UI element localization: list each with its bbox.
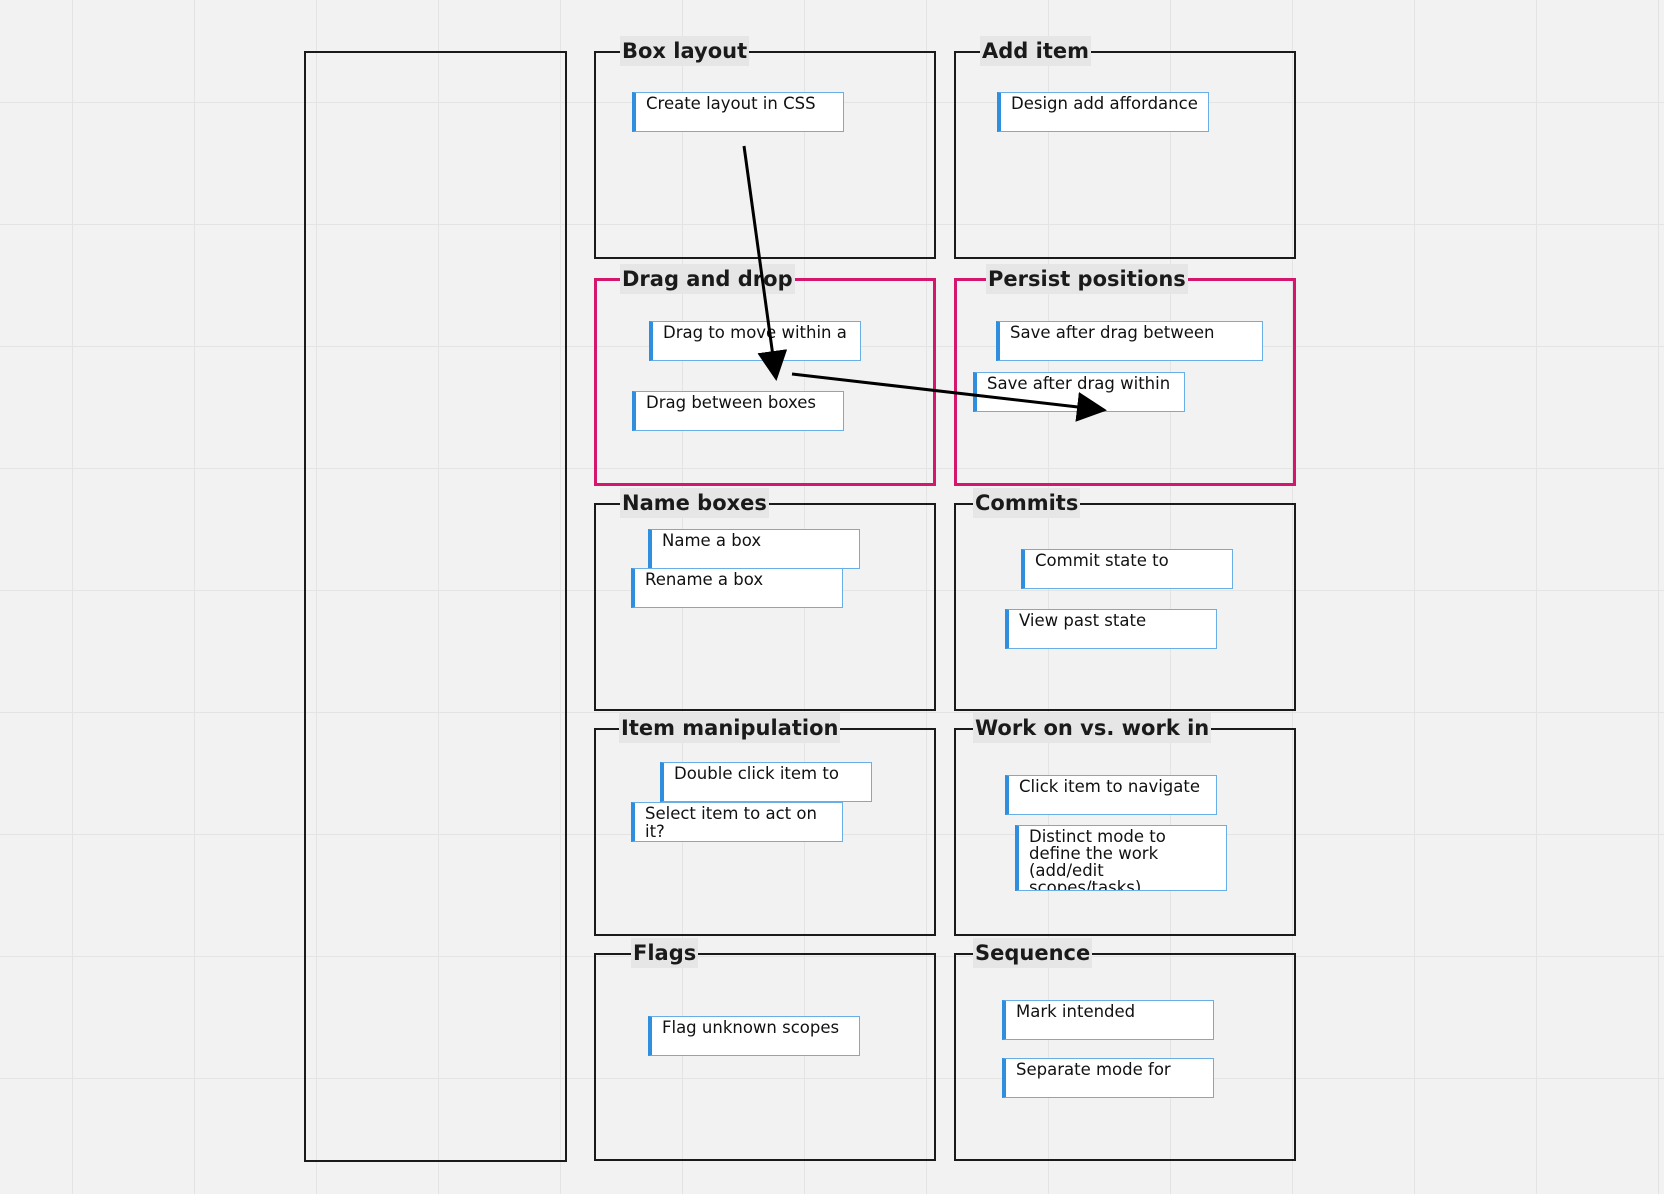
sticky-card[interactable]: Click item to navigate [1005, 775, 1217, 815]
sticky-card[interactable]: Save after drag between [996, 321, 1263, 361]
sticky-card[interactable]: Drag between boxes [632, 391, 844, 431]
sticky-card[interactable]: Select item to act on it? [631, 802, 843, 842]
frame-title[interactable]: Persist positions [986, 264, 1188, 294]
frame-title[interactable]: Box layout [620, 36, 750, 66]
sticky-card[interactable]: Drag to move within a [649, 321, 861, 361]
sticky-card[interactable]: Mark intended [1002, 1000, 1214, 1040]
frame-work-on-vs-work-in[interactable]: Work on vs. work in Click item to naviga… [954, 713, 1296, 936]
frame-add-item[interactable]: Add item Design add affordance [954, 36, 1296, 259]
sticky-card[interactable]: View past state [1005, 609, 1217, 649]
frame-empty-column[interactable] [304, 51, 567, 1162]
frame-name-boxes[interactable]: Name boxes Name a box Rename a box [594, 488, 936, 711]
sticky-card[interactable]: Create layout in CSS [632, 92, 844, 132]
sticky-card[interactable]: Distinct mode to define the work (add/ed… [1015, 825, 1227, 891]
frame-title[interactable]: Flags [631, 938, 699, 968]
frame-drag-and-drop[interactable]: Drag and drop Drag to move within a Drag… [594, 264, 936, 486]
sticky-card[interactable]: Separate mode for [1002, 1058, 1214, 1098]
sticky-card[interactable]: Flag unknown scopes [648, 1016, 860, 1056]
frame-title[interactable]: Drag and drop [620, 264, 795, 294]
frame-box-layout[interactable]: Box layout Create layout in CSS [594, 36, 936, 259]
sticky-card[interactable]: Commit state to [1021, 549, 1233, 589]
frame-item-manipulation[interactable]: Item manipulation Double click item to S… [594, 713, 936, 936]
frame-flags[interactable]: Flags Flag unknown scopes [594, 938, 936, 1161]
sticky-card[interactable]: Rename a box [631, 568, 843, 608]
frame-title[interactable]: Name boxes [620, 488, 769, 518]
sticky-card[interactable]: Save after drag within [973, 372, 1185, 412]
frame-title[interactable]: Commits [973, 488, 1081, 518]
frame-title[interactable]: Work on vs. work in [973, 713, 1212, 743]
sticky-card[interactable]: Design add affordance [997, 92, 1209, 132]
sticky-card[interactable]: Double click item to [660, 762, 872, 802]
frame-title[interactable]: Add item [980, 36, 1091, 66]
frame-sequence[interactable]: Sequence Mark intended Separate mode for [954, 938, 1296, 1161]
frame-title[interactable]: Sequence [973, 938, 1093, 968]
sticky-card[interactable]: Name a box [648, 529, 860, 569]
frame-title[interactable]: Item manipulation [619, 713, 841, 743]
frame-commits[interactable]: Commits Commit state to View past state [954, 488, 1296, 711]
frame-persist-positions[interactable]: Persist positions Save after drag betwee… [954, 264, 1296, 486]
